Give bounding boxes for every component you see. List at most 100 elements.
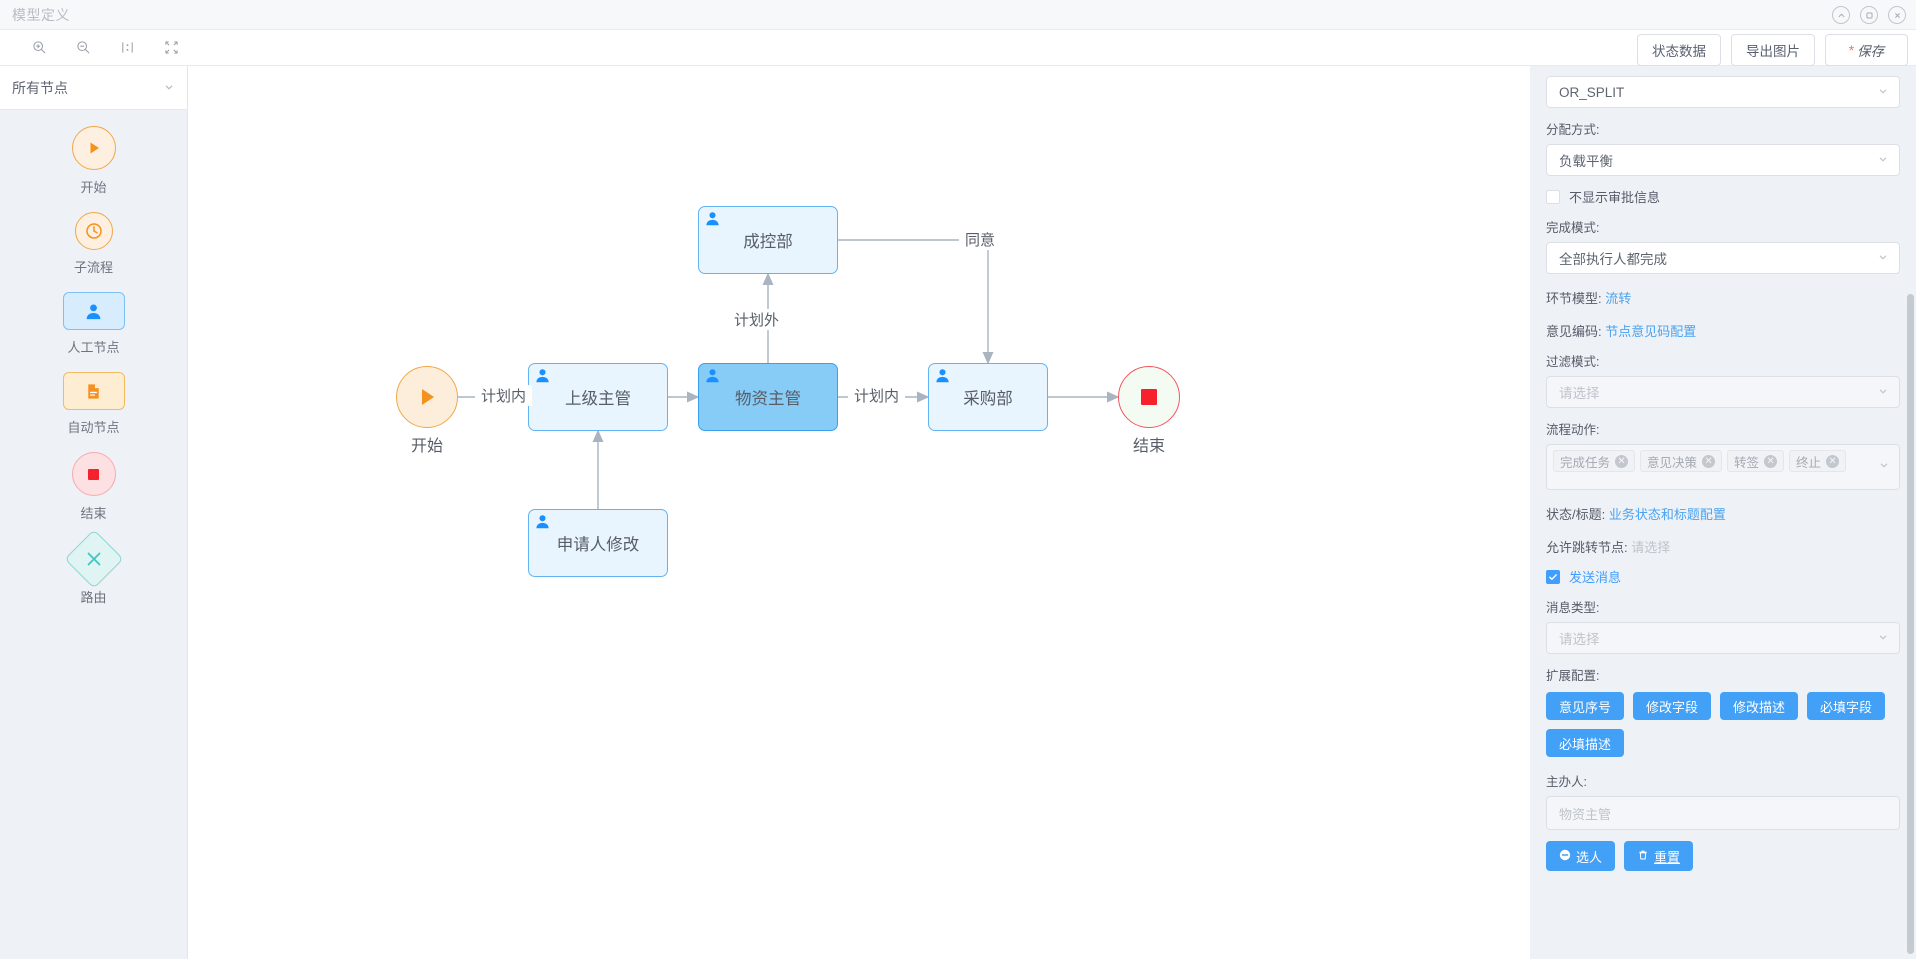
- actual-size-icon[interactable]: [110, 33, 144, 63]
- chevron-down-icon: [1877, 153, 1889, 168]
- palette-item-end[interactable]: 结束: [0, 452, 187, 532]
- tag-item[interactable]: 转签✕: [1727, 450, 1785, 472]
- tag-remove-icon[interactable]: ✕: [1826, 454, 1840, 468]
- modify-field-button[interactable]: 修改字段: [1633, 692, 1712, 720]
- flow-node-start[interactable]: 开始: [396, 366, 458, 455]
- flow-node-cost-control[interactable]: 成控部: [698, 206, 838, 274]
- select-person-button[interactable]: 选人: [1546, 841, 1616, 871]
- action-buttons: 状态数据 导出图片 *保存: [1637, 34, 1908, 66]
- assign-mode-select[interactable]: 负载平衡: [1546, 144, 1900, 176]
- opinion-seq-button[interactable]: 意见序号: [1546, 692, 1625, 720]
- palette-item-route[interactable]: 路由: [0, 529, 187, 616]
- flow-node-label: 采购部: [963, 390, 1013, 408]
- message-type-select[interactable]: 请选择: [1546, 622, 1900, 654]
- flow-action-tags[interactable]: 完成任务✕ 意见决策 ✕ 转签✕ 终止✕: [1546, 444, 1900, 490]
- window-title: 模型定义: [12, 6, 70, 23]
- tag-item[interactable]: 终止✕: [1789, 450, 1847, 472]
- hide-approval-checkbox[interactable]: 不显示审批信息: [1546, 187, 1900, 206]
- palette-item-label: 自动节点: [67, 420, 120, 435]
- chevron-down-icon: [1877, 385, 1889, 400]
- tag-item[interactable]: 完成任务✕: [1553, 450, 1636, 472]
- save-button-label: 保存: [1857, 44, 1885, 59]
- play-icon: [71, 126, 116, 170]
- jump-node-label: 允许跳转节点:: [1546, 540, 1628, 555]
- flow-canvas[interactable]: 开始 上级主管 物资主管: [188, 66, 1530, 959]
- filter-mode-select[interactable]: 请选择: [1546, 376, 1900, 408]
- palette-item-label: 子流程: [73, 260, 113, 275]
- split-type-select[interactable]: OR_SPLIT: [1546, 76, 1900, 108]
- status-title-row: 状态/标题: 业务状态和标题配置: [1546, 504, 1900, 523]
- required-field-button[interactable]: 必填字段: [1807, 692, 1886, 720]
- jump-node-row: 允许跳转节点: 请选择: [1546, 537, 1900, 556]
- close-icon[interactable]: [1888, 6, 1906, 24]
- link-model-label: 环节模型:: [1546, 291, 1602, 306]
- tag-remove-icon[interactable]: ✕: [1764, 454, 1778, 468]
- tag-remove-icon[interactable]: ✕: [1702, 454, 1716, 468]
- flow-node-applicant-modify[interactable]: 申请人修改: [528, 509, 668, 577]
- reset-button[interactable]: 重置: [1624, 841, 1694, 871]
- owner-input[interactable]: 物资主管: [1546, 796, 1900, 830]
- chevron-down-icon: [163, 80, 175, 96]
- filter-mode-label: 过滤模式:: [1546, 355, 1600, 369]
- ext-config-label: 扩展配置:: [1546, 669, 1600, 683]
- export-image-button[interactable]: 导出图片: [1731, 34, 1815, 66]
- flow-node-label: 上级主管: [565, 390, 631, 408]
- required-mark: *: [1848, 42, 1855, 58]
- chevron-down-icon: [1877, 631, 1889, 646]
- ext-config-buttons: 意见序号 修改字段 修改描述 必填字段 必填描述: [1546, 692, 1900, 757]
- status-title-link[interactable]: 业务状态和标题配置: [1608, 507, 1726, 522]
- zoom-in-icon[interactable]: [22, 33, 56, 63]
- opinion-code-link[interactable]: 节点意见码配置: [1605, 324, 1697, 339]
- user-icon: [62, 292, 125, 330]
- palette-item-subprocess[interactable]: 子流程: [0, 212, 187, 286]
- maximize-icon[interactable]: [1860, 6, 1878, 24]
- status-data-button[interactable]: 状态数据: [1637, 34, 1721, 66]
- tag-label: 意见决策: [1647, 455, 1698, 470]
- task-node-box: 物资主管: [698, 363, 838, 431]
- tag-remove-icon[interactable]: ✕: [1615, 454, 1629, 468]
- user-icon: [704, 367, 721, 389]
- flow-node-superior[interactable]: 上级主管: [528, 363, 668, 431]
- flow-node-purchase[interactable]: 采购部: [928, 363, 1048, 431]
- edge-label-plan-out: 计划外: [728, 309, 786, 330]
- tag-item[interactable]: 意见决策 ✕: [1640, 450, 1723, 472]
- send-message-label: 发送消息: [1569, 570, 1622, 585]
- document-icon: [62, 372, 125, 410]
- palette-item-human-node[interactable]: 人工节点: [0, 292, 187, 366]
- palette-item-start[interactable]: 开始: [0, 126, 187, 206]
- modify-desc-button[interactable]: 修改描述: [1720, 692, 1799, 720]
- flow-node-caption: 结束: [1132, 438, 1166, 455]
- flow-edges: [458, 239, 1120, 509]
- hide-approval-label: 不显示审批信息: [1569, 190, 1661, 205]
- user-icon: [534, 513, 551, 535]
- chevron-down-icon: [1878, 458, 1890, 476]
- jump-node-placeholder[interactable]: 请选择: [1631, 540, 1671, 555]
- palette-item-label: 结束: [80, 506, 107, 521]
- edge-label-agree: 同意: [959, 229, 1002, 250]
- complete-mode-select[interactable]: 全部执行人都完成: [1546, 242, 1900, 274]
- link-model-value[interactable]: 流转: [1605, 291, 1632, 306]
- palette-header[interactable]: 所有节点: [0, 66, 187, 110]
- palette-item-label: 人工节点: [67, 340, 120, 355]
- properties-scrollbar[interactable]: [1907, 294, 1914, 954]
- owner-label: 主办人:: [1546, 775, 1587, 789]
- fit-screen-icon[interactable]: [154, 33, 188, 63]
- flow-node-material[interactable]: 物资主管: [698, 363, 838, 431]
- owner-placeholder: 物资主管: [1559, 806, 1612, 822]
- palette-item-auto-node[interactable]: 自动节点: [0, 372, 187, 446]
- zoom-out-icon[interactable]: [66, 33, 100, 63]
- owner-action-buttons: 选人 重置: [1546, 841, 1900, 871]
- flow-node-caption: 开始: [410, 438, 444, 455]
- start-node-shape: [396, 366, 458, 428]
- palette-item-label: 路由: [80, 590, 107, 605]
- required-desc-button[interactable]: 必填描述: [1546, 729, 1625, 757]
- user-icon: [704, 210, 721, 232]
- flow-node-end[interactable]: 结束: [1118, 366, 1180, 455]
- send-message-checkbox[interactable]: 发送消息: [1546, 567, 1900, 586]
- collapse-icon[interactable]: [1832, 6, 1850, 24]
- link-model-row: 环节模型: 流转: [1546, 288, 1900, 307]
- assign-mode-label: 分配方式:: [1546, 123, 1600, 137]
- palette-header-label: 所有节点: [12, 79, 68, 96]
- save-button[interactable]: *保存: [1825, 34, 1908, 66]
- node-palette: 所有节点 开始 子流程 人工节点: [0, 66, 188, 959]
